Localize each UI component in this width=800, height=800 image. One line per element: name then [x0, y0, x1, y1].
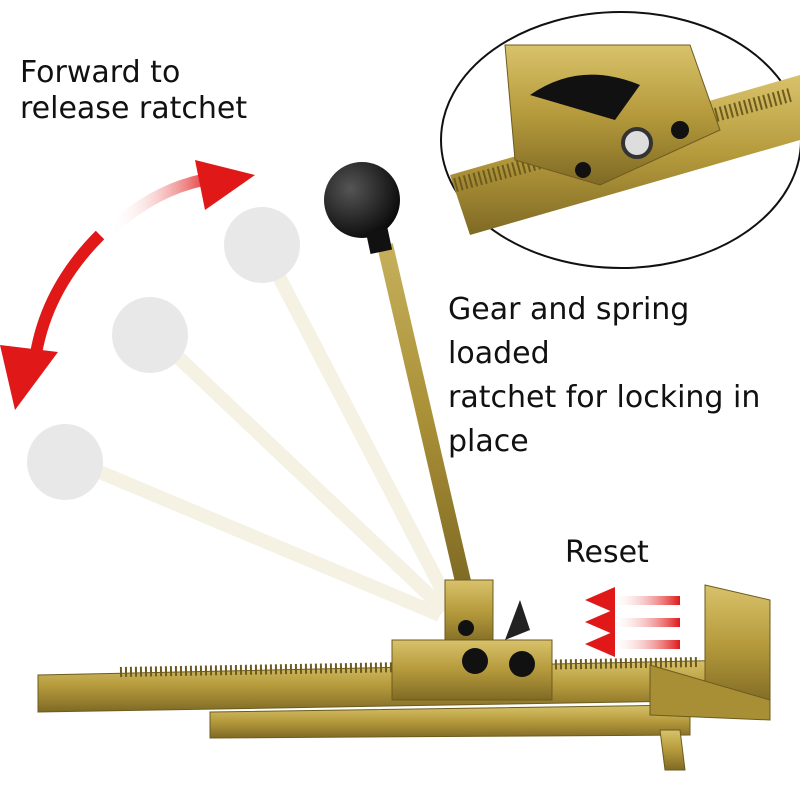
swing-arrow-icon: [0, 160, 255, 410]
ratchet-description-label: Gear and spring loaded ratchet for locki…: [448, 288, 800, 464]
ratchet-closeup-inset: [440, 11, 800, 269]
reset-label: Reset: [565, 535, 649, 570]
reset-arrows-icon: [585, 587, 680, 657]
ghost-handles: [27, 207, 457, 622]
ratchet-line-3: place: [448, 424, 529, 459]
release-ratchet-label: Forward to release ratchet: [20, 55, 247, 127]
ratchet-line-1: Gear and spring loaded: [448, 292, 690, 371]
release-line-2: release ratchet: [20, 91, 248, 126]
ratchet-handle: [324, 162, 553, 701]
ratchet-line-2: ratchet for locking in: [448, 380, 761, 415]
release-line-1: Forward to: [20, 55, 181, 90]
